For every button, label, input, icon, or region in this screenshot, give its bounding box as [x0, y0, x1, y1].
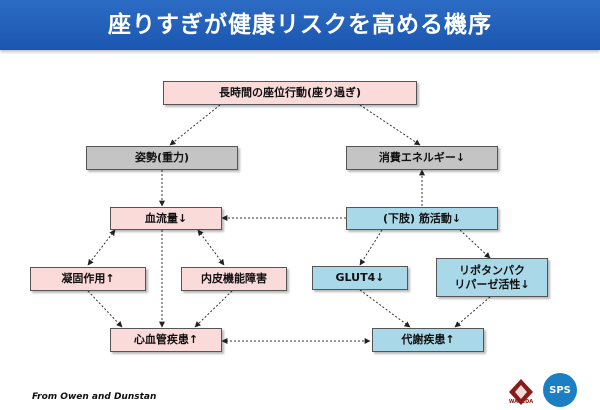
arrow-glut4-to-metabolic	[359, 289, 411, 328]
node-energy: 消費エネルギー↓	[346, 146, 498, 170]
arrow-muscle-to-glut4	[359, 229, 383, 266]
slide-title: 座りすぎが健康リスクを高める機序	[108, 12, 492, 38]
node-glut4: GLUT4↓	[312, 266, 408, 290]
arrow-lipoprotein-to-metabolic	[454, 296, 491, 328]
arrow-sitting-to-posture	[169, 104, 221, 146]
node-bloodflow: 血流量↓	[110, 207, 222, 230]
node-metabolic: 代謝疾患↑	[372, 328, 484, 352]
arrow-sitting-to-energy	[359, 104, 421, 146]
node-coagulation: 凝固作用↑	[30, 267, 146, 291]
node-posture: 姿勢(重力)	[86, 146, 238, 170]
node-cardiovascular: 心血管疾患↑	[110, 328, 222, 352]
node-lipoprotein: リポタンパク リパーゼ活性↓	[436, 258, 548, 297]
node-sitting: 長時間の座位行動(座り過ぎ)	[163, 81, 417, 105]
sps-logo: SPS	[543, 373, 577, 407]
arrow-endothelial-to-cardiovascular	[194, 290, 233, 328]
title-bar	[0, 0, 600, 50]
waseda-logo	[509, 379, 533, 405]
arrow-coagulation-to-cardiovascular	[87, 290, 123, 328]
arrow-muscle-to-lipoprotein	[459, 229, 491, 259]
node-lipoprotein-line1: リポタンパク	[459, 263, 525, 277]
node-lipoprotein-line2: リパーゼ活性↓	[454, 277, 530, 291]
arrow-bloodflow-to-endothelial	[197, 229, 225, 266]
node-muscle: (下肢) 筋活動↓	[346, 207, 498, 230]
source-caption: From Owen and Dunstan	[32, 392, 157, 402]
arrow-bloodflow-to-coagulation	[87, 229, 116, 266]
waseda-logo-text: WASEDA	[508, 399, 534, 405]
node-endothelial: 内皮機能障害	[181, 267, 287, 291]
